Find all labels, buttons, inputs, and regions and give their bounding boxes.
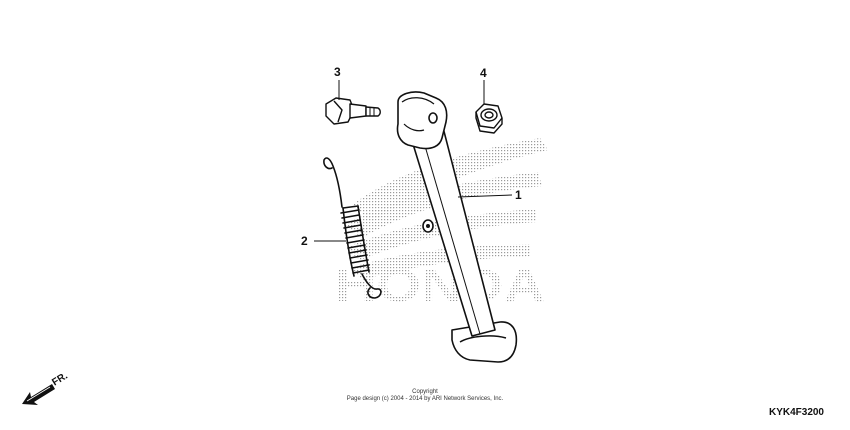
leader-lines — [314, 80, 513, 242]
callout-3: 3 — [334, 65, 341, 79]
callout-1: 1 — [515, 188, 522, 202]
callout-4: 4 — [480, 66, 487, 80]
stand-spring-part[interactable] — [323, 157, 382, 299]
leader-line-1 — [457, 194, 513, 198]
copyright-line-1: Copyright — [412, 389, 438, 395]
honda-wordmark-watermark: HONDA — [335, 259, 545, 311]
copyright-line-2: Page design (c) 2004 - 2014 by ARI Netwo… — [346, 396, 504, 402]
flange-nut-part[interactable] — [475, 103, 503, 134]
callout-2: 2 — [301, 234, 308, 248]
side-stand-part[interactable] — [396, 91, 518, 363]
front-direction-arrow-icon — [22, 384, 55, 405]
pivot-bolt-part[interactable] — [325, 97, 381, 125]
copyright-notice: Copyright Page design (c) 2004 - 2014 by… — [300, 389, 550, 403]
diagram-code: KYK4F3200 — [768, 407, 824, 418]
